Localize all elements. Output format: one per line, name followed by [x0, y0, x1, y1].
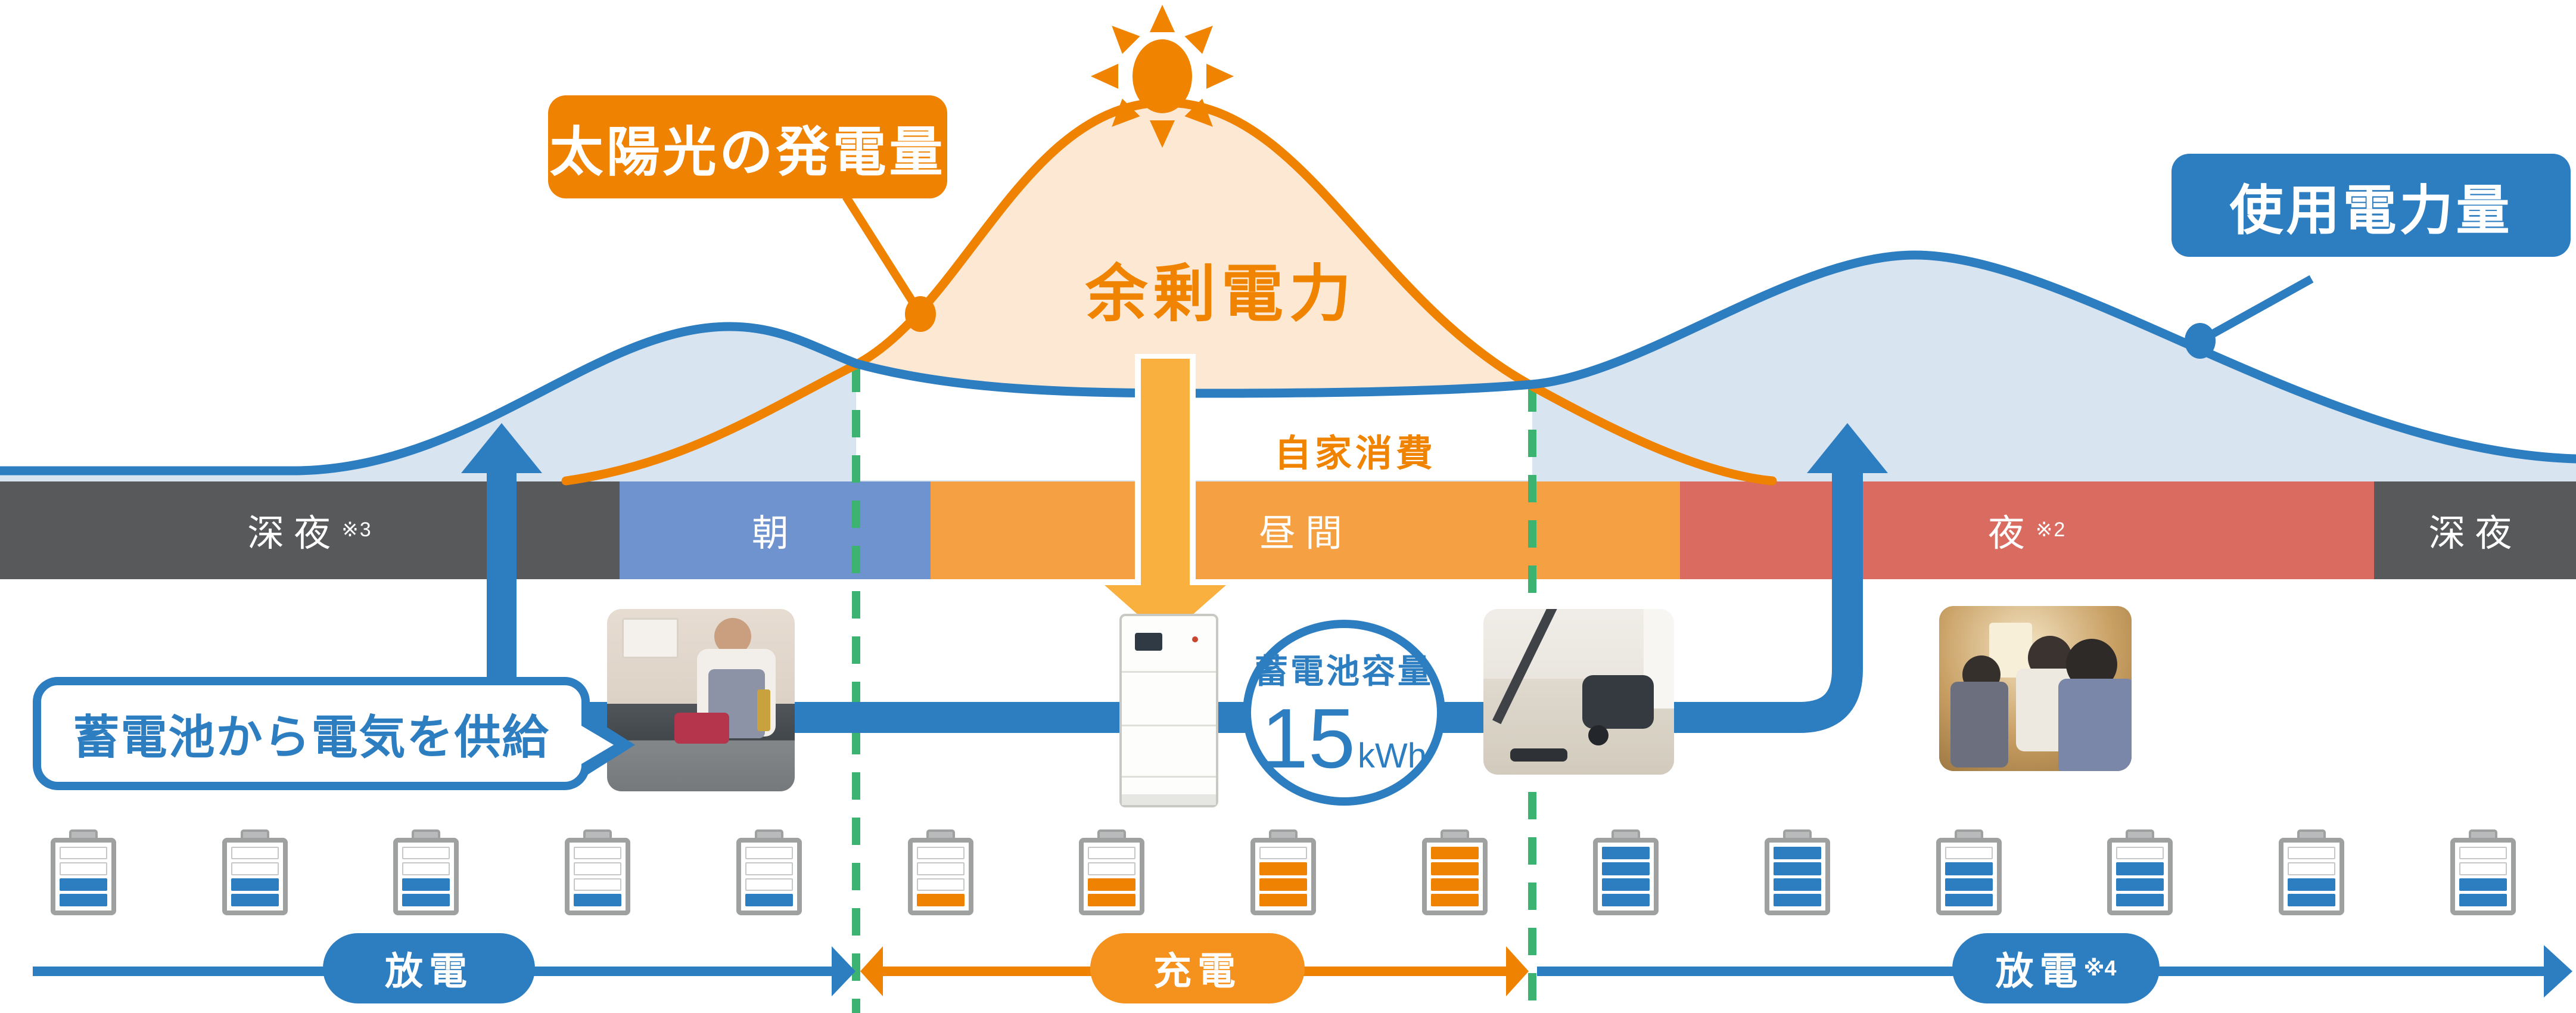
usage-callout-dot — [2185, 323, 2216, 359]
usage-area-fill — [0, 255, 2576, 481]
solar-generation-callout: 太陽光の発電量 — [548, 95, 947, 198]
battery-icon-15 — [2450, 829, 2516, 915]
kitchen-cooking-photo — [607, 609, 795, 791]
usage-callout-line — [2198, 275, 2314, 345]
discharge-pill-right: 放電※4 — [1952, 933, 2160, 1003]
discharge-pill-left: 放電 — [323, 933, 535, 1003]
family-living-room-photo — [1939, 606, 2132, 771]
storage-battery-unit — [1119, 614, 1218, 807]
battery-icon-4 — [565, 829, 631, 915]
self-consumption-down-arrow — [1095, 354, 1236, 647]
cabinet-base — [1122, 794, 1216, 805]
timeband-segment-3: 夜※2 — [1680, 480, 2374, 579]
battery-supply-bubble: 蓄電池から電気を供給 — [33, 677, 590, 790]
battery-icon-9 — [1421, 829, 1488, 915]
usage-curve — [0, 250, 2576, 476]
discharge-up-arrow-right — [1807, 423, 1888, 473]
battery-supply-pipe — [560, 472, 1863, 733]
battery-icon-11 — [1765, 829, 1830, 915]
battery-icon-3 — [393, 829, 459, 915]
capacity-unit: kWh — [1357, 736, 1427, 775]
power-usage-callout: 使用電力量 — [2171, 154, 2571, 257]
timeband-segment-2: 昼間 — [930, 480, 1681, 579]
timeband-segment-4: 深夜 — [2373, 480, 2576, 579]
solar-callout-dot — [905, 296, 936, 332]
battery-icon-6 — [907, 829, 973, 915]
bubble-tail-fill — [575, 722, 614, 767]
battery-icon-14 — [2279, 829, 2345, 915]
battery-icon-10 — [1593, 829, 1659, 915]
surplus-power-label: 余剰電力 — [1085, 260, 1357, 329]
cabinet-display — [1135, 633, 1162, 651]
battery-icon-13 — [2107, 829, 2173, 915]
battery-icon-2 — [222, 829, 288, 915]
battery-icon-7 — [1079, 829, 1145, 915]
battery-icon-12 — [1936, 829, 2002, 915]
battery-icon-5 — [736, 829, 802, 915]
cabinet-indicator — [1192, 636, 1198, 642]
battery-icon-1 — [51, 829, 116, 915]
capacity-title: 蓄電池容量 — [1255, 652, 1433, 690]
battery-icon-8 — [1250, 829, 1316, 915]
capacity-value: 15 — [1261, 691, 1355, 786]
timeband-segment-1: 朝 — [619, 480, 931, 579]
vacuum-cleaning-photo — [1483, 609, 1674, 775]
solar-callout-line — [842, 194, 924, 316]
sun-icon — [1091, 5, 1234, 148]
charge-pill: 充電 — [1090, 933, 1305, 1003]
battery-capacity-badge: 蓄電池容量 15 kWh — [1243, 620, 1445, 806]
self-consumption-label: 自家消費 — [1274, 433, 1436, 474]
